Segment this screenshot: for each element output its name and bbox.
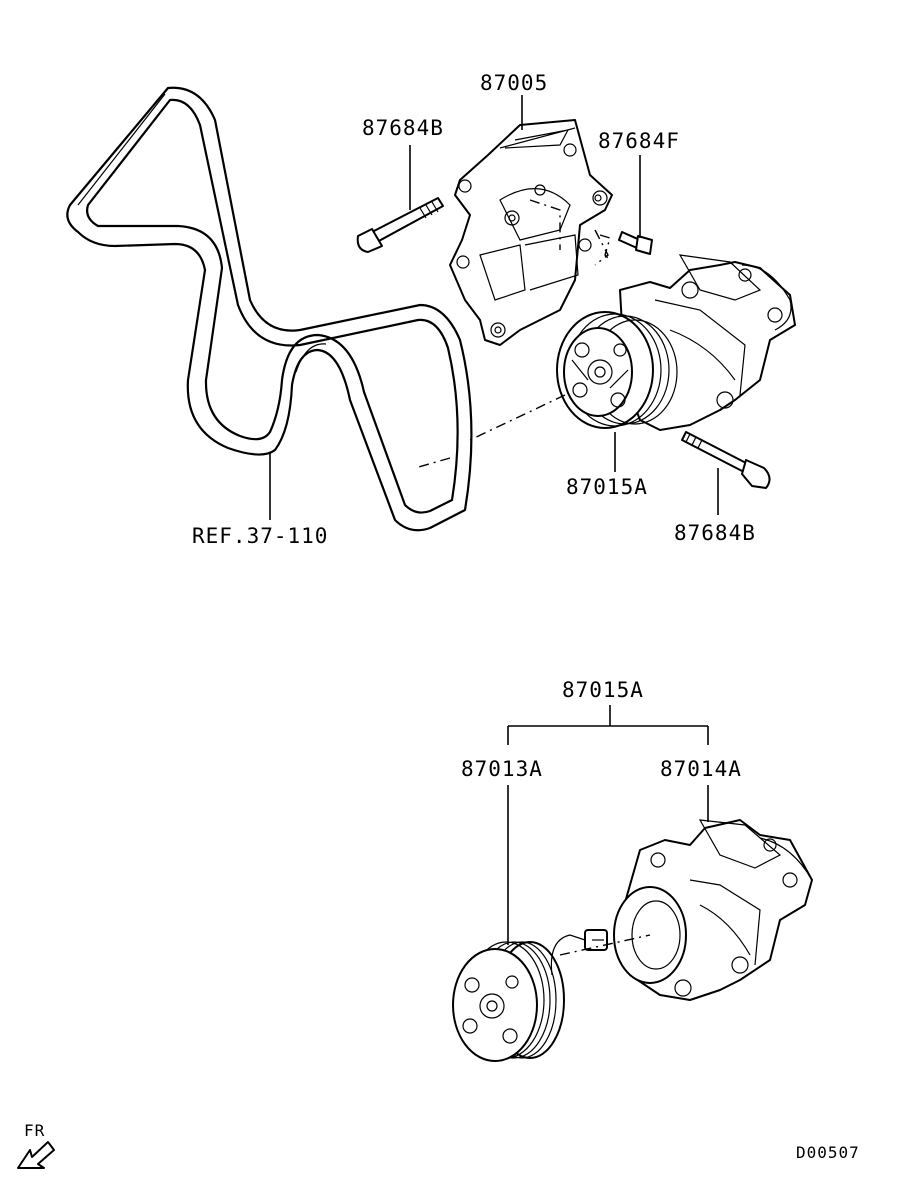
label-87684B-lower: 87684B [674, 521, 756, 545]
compressor-bracket [449, 119, 613, 346]
label-ref-37-110: REF.37-110 [192, 524, 328, 548]
label-87684F: 87684F [598, 129, 680, 153]
label-87684B-upper: 87684B [362, 116, 444, 140]
bolt-lower [681, 431, 771, 489]
diagram-code: D00507 [796, 1143, 860, 1162]
label-87015A-upper: 87015A [566, 475, 648, 499]
compressor-assembly-upper [556, 254, 796, 431]
label-87005: 87005 [480, 71, 548, 95]
clutch-pulley-lower [452, 929, 608, 1062]
bolt-upper-right [618, 231, 653, 255]
bolt-upper-left [356, 197, 444, 253]
front-direction-arrow-icon [17, 1141, 55, 1169]
label-87014A: 87014A [660, 757, 742, 781]
leader-lines [269, 95, 719, 956]
compressor-body-lower [613, 819, 813, 1001]
drive-belt [66, 86, 473, 532]
label-87015A-detail: 87015A [562, 678, 644, 702]
label-fr: FR [24, 1121, 45, 1140]
label-87013A: 87013A [461, 757, 543, 781]
